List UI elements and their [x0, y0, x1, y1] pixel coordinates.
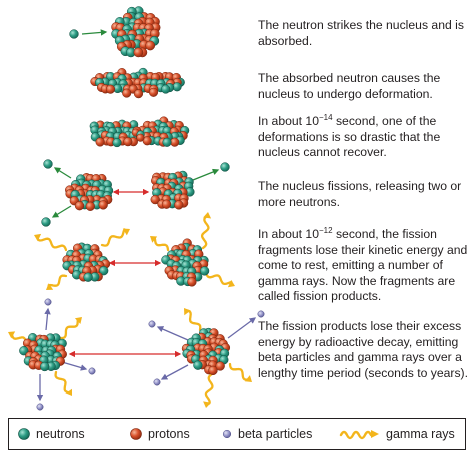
- proton: [136, 133, 145, 142]
- legend-protons-label: protons: [148, 427, 190, 441]
- nucleus-intact: [111, 6, 161, 58]
- proton: [85, 201, 95, 211]
- neutron: [19, 346, 29, 356]
- beta-particle-6: [153, 378, 161, 386]
- incoming-neutron: [69, 29, 79, 39]
- proton: [98, 200, 108, 210]
- gamma-ray-3: [46, 274, 68, 290]
- proton: [215, 361, 225, 371]
- proton-icon: [130, 428, 142, 440]
- legend-neutrons-label: neutrons: [36, 427, 85, 441]
- decaying-product-left: [19, 333, 67, 372]
- neutron: [112, 138, 122, 148]
- beta-particle-icon: [222, 429, 232, 439]
- beta-arrow-6: [160, 364, 189, 380]
- beta-arrow-2: [61, 361, 88, 371]
- proton: [74, 201, 85, 211]
- step-5-exponent: −12: [319, 225, 333, 235]
- beta-particle-2: [88, 367, 96, 375]
- beta-arrow-5: [227, 317, 257, 339]
- step-6-text: The fission products lose their excess e…: [258, 319, 468, 380]
- proton: [122, 88, 132, 98]
- proton: [150, 194, 160, 205]
- step-3-text: In about 10−14 second, one of the deform…: [258, 112, 470, 161]
- legend-beta-label: beta particles: [238, 427, 313, 441]
- gamma-ray-icon: [339, 430, 379, 440]
- gamma-ray-9: [54, 370, 72, 396]
- neutron-arrow-1: [53, 167, 72, 179]
- beta-particle-3: [36, 403, 44, 411]
- legend-gamma: gamma rays: [339, 419, 455, 449]
- beta-particle-1: [44, 298, 52, 306]
- gamma-ray-11: [203, 372, 214, 408]
- step-1-text: The neutron strikes the nucleus and is a…: [258, 18, 464, 48]
- step-5-post: second, the fission fragments lose their…: [258, 227, 468, 303]
- neutron: [161, 84, 171, 94]
- step-5-pre: In about 10: [258, 227, 319, 241]
- proton: [95, 137, 105, 147]
- legend-gamma-label: gamma rays: [386, 427, 455, 441]
- gamma-ray-2: [100, 228, 130, 247]
- neutron-arrow-2: [51, 205, 72, 218]
- neutron-arrow-3: [192, 168, 220, 181]
- legend-protons: protons: [129, 419, 190, 449]
- fission-product-left: [62, 242, 111, 282]
- fission-product-right: [161, 238, 210, 287]
- proton: [105, 84, 116, 94]
- step-3-pre: In about 10: [258, 114, 319, 128]
- gamma-ray-12: [228, 362, 252, 382]
- incoming-neutron-arrow: [81, 29, 108, 36]
- neutron: [199, 266, 210, 276]
- proton: [148, 87, 159, 97]
- proton: [174, 200, 184, 210]
- proton: [161, 199, 172, 209]
- proton: [145, 40, 156, 51]
- nucleus-dumbbell-neck: [131, 128, 145, 142]
- gamma-ray-8: [58, 317, 82, 340]
- neutron: [83, 272, 93, 282]
- gamma-ray-1: [34, 233, 68, 252]
- legend: neutrons protons beta particles gamma ra…: [8, 418, 466, 450]
- proton: [208, 365, 218, 376]
- neutron-icon: [18, 428, 30, 440]
- beta-particle-5: [257, 310, 265, 318]
- step-3-post: second, one of the deformations is so dr…: [258, 114, 441, 159]
- beta-arrow-4: [156, 326, 189, 341]
- proton: [170, 137, 180, 147]
- released-neutron-2: [41, 217, 51, 227]
- step-5-text: In about 10−12 second, the fission fragm…: [258, 225, 470, 305]
- nucleus-dumbbell-right: [132, 116, 190, 147]
- decaying-product-right: [181, 327, 231, 376]
- step-3-exponent: −14: [319, 112, 333, 122]
- fission-fragment-right: [150, 170, 195, 210]
- gamma-ray-7: [8, 331, 28, 344]
- gamma-ray-5: [150, 236, 170, 252]
- neutron: [193, 360, 203, 370]
- beta-particle-4: [148, 320, 156, 328]
- step-2-text: The absorbed neutron causes the nucleus …: [258, 71, 441, 101]
- step-4-text: The nucleus fissions, releasing two or m…: [258, 179, 462, 209]
- gamma-ray-6: [204, 271, 235, 288]
- gamma-ray-4: [200, 212, 212, 250]
- proton: [187, 277, 197, 287]
- proton: [133, 89, 144, 99]
- neutron: [99, 266, 109, 276]
- fission-fragment-left: [65, 173, 114, 211]
- proton: [123, 137, 133, 147]
- legend-neutrons: neutrons: [17, 419, 85, 449]
- nucleus-deformed: [90, 67, 185, 99]
- neutron: [172, 82, 182, 92]
- proton: [133, 47, 144, 58]
- gamma-ray-10: [184, 308, 202, 332]
- legend-beta: beta particles: [221, 419, 312, 449]
- neutron: [40, 361, 50, 372]
- released-neutron-3: [220, 162, 230, 172]
- beta-arrow-1: [44, 307, 51, 331]
- released-neutron-1: [43, 159, 53, 169]
- neutron: [162, 137, 172, 147]
